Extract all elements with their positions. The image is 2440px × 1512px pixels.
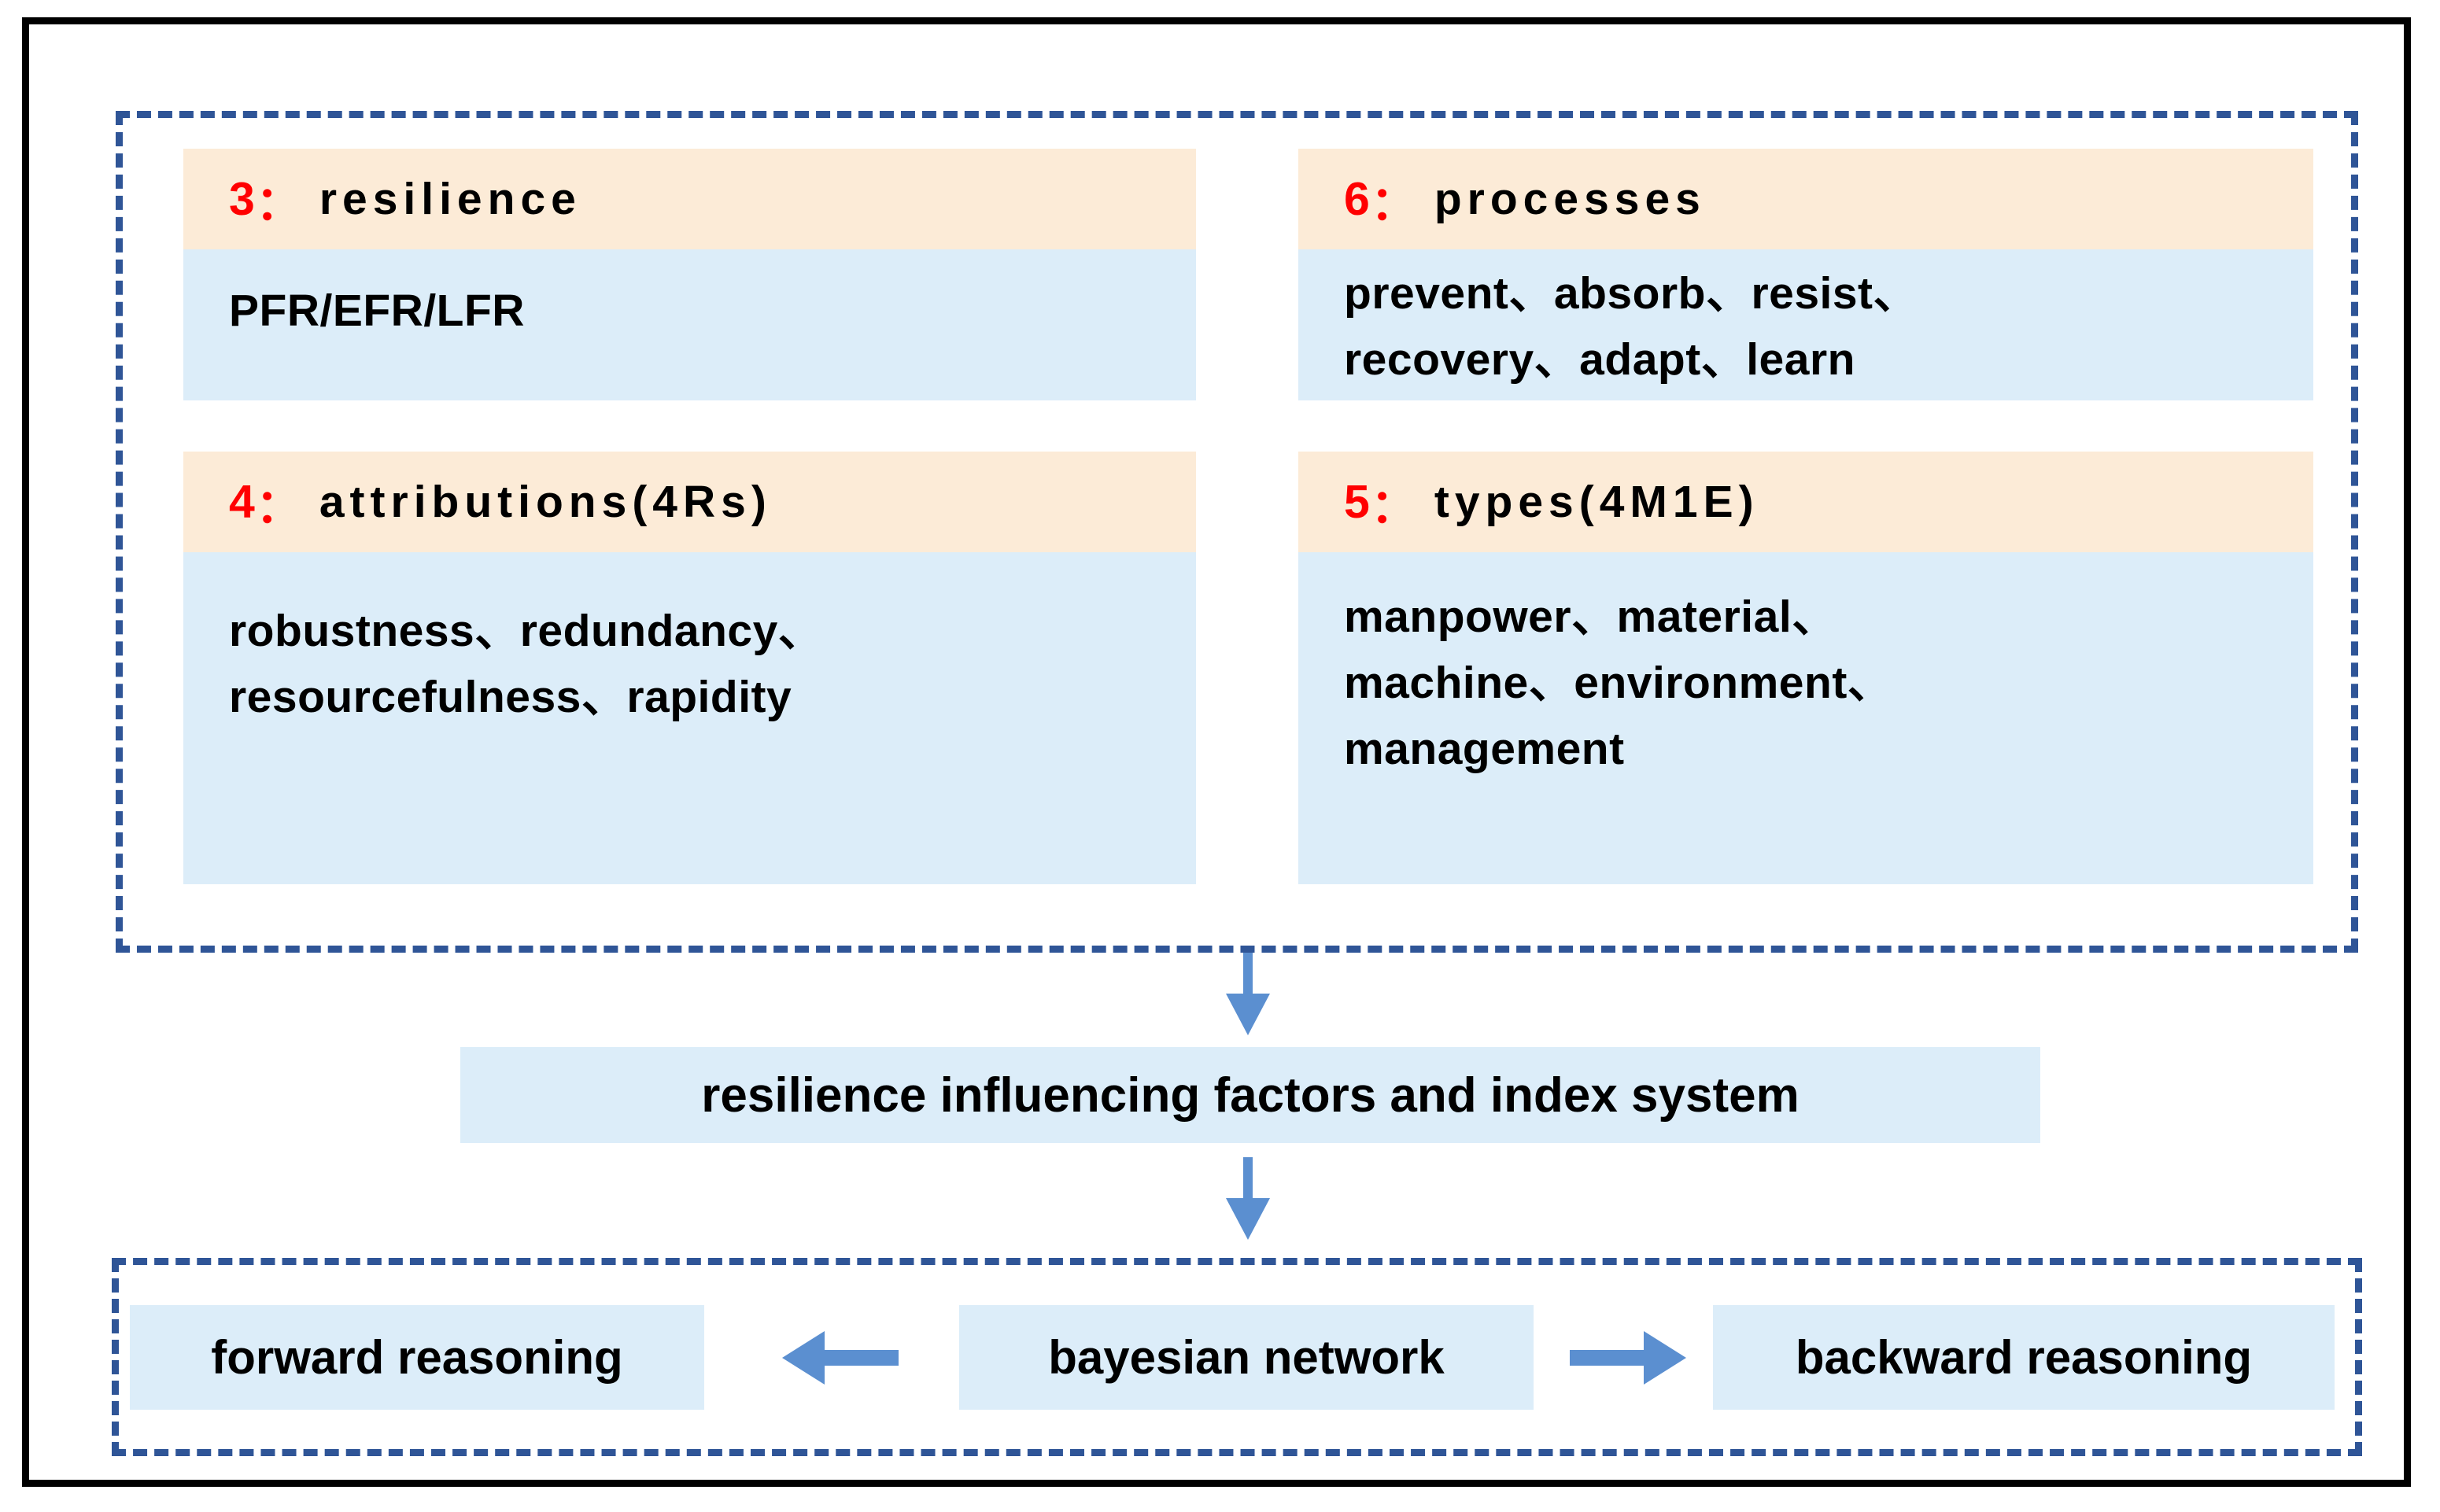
card-processes-index: 6 [1344, 173, 1371, 225]
card-processes-title: processes [1434, 174, 1706, 224]
card-resilience-line-1: PFR/EFR/LFR [229, 286, 525, 336]
card-processes-body: prevent、absorb、resist、 recovery、adapt、le… [1298, 249, 2313, 400]
card-types-index: 5 [1344, 476, 1371, 528]
card-types-line-1: manpower、material、 [1344, 592, 1837, 642]
card-attributions-line-1: robustness、redundancy、 [229, 606, 824, 656]
summary-bar-label: resilience influencing factors and index… [701, 1068, 1800, 1123]
card-processes-colon: ： [1370, 177, 1417, 230]
card-attributions[interactable]: 4 ： attributions(4Rs) robustness、redunda… [183, 452, 1196, 884]
card-resilience-body: PFR/EFR/LFR [183, 249, 1196, 400]
card-types-title: types(4M1E) [1434, 477, 1759, 527]
card-resilience-colon: ： [255, 177, 302, 230]
card-processes-line-1: prevent、absorb、resist、 [1344, 268, 1919, 319]
card-processes-header: 6 ： processes [1298, 149, 2313, 249]
arrow-down-icon [1220, 1157, 1275, 1244]
card-resilience-index: 3 [229, 173, 256, 225]
forward-reasoning-label: forward reasoning [211, 1331, 623, 1384]
card-types-line-2: machine、environment、 [1344, 658, 1893, 708]
card-attributions-colon: ： [255, 480, 302, 533]
card-types[interactable]: 5 ： types(4M1E) manpower、material、 machi… [1298, 452, 2313, 884]
card-types-body: manpower、material、 machine、environment、 … [1298, 552, 2313, 884]
summary-bar[interactable]: resilience influencing factors and index… [460, 1047, 2040, 1143]
card-attributions-header: 4 ： attributions(4Rs) [183, 452, 1196, 552]
resilience-factors-panel [116, 111, 2358, 953]
figure-frame: 3 ： resilience PFR/EFR/LFR 6 ： processes… [22, 17, 2411, 1487]
backward-reasoning-label: backward reasoning [1795, 1331, 2253, 1384]
bayesian-network-label: bayesian network [1048, 1331, 1445, 1384]
reasoning-panel [112, 1258, 2362, 1456]
card-processes-line-2: recovery、adapt、learn [1344, 334, 1855, 385]
card-resilience-title: resilience [319, 174, 581, 224]
card-types-colon: ： [1370, 480, 1417, 533]
card-attributions-body: robustness、redundancy、 resourcefulness、r… [183, 552, 1196, 884]
card-attributions-index: 4 [229, 476, 256, 528]
forward-reasoning-box[interactable]: forward reasoning [130, 1305, 704, 1410]
card-resilience[interactable]: 3 ： resilience PFR/EFR/LFR [183, 149, 1196, 400]
card-attributions-title: attributions(4Rs) [319, 477, 772, 527]
card-processes[interactable]: 6 ： processes prevent、absorb、resist、 rec… [1298, 149, 2313, 400]
backward-reasoning-box[interactable]: backward reasoning [1713, 1305, 2335, 1410]
arrow-down-icon [1220, 953, 1275, 1039]
card-resilience-header: 3 ： resilience [183, 149, 1196, 249]
arrow-right-icon [1570, 1326, 1688, 1389]
card-types-line-3: management [1344, 724, 1625, 774]
card-attributions-line-2: resourcefulness、rapidity [229, 672, 792, 722]
arrow-left-icon [781, 1326, 899, 1389]
card-types-header: 5 ： types(4M1E) [1298, 452, 2313, 552]
bayesian-network-box[interactable]: bayesian network [959, 1305, 1534, 1410]
